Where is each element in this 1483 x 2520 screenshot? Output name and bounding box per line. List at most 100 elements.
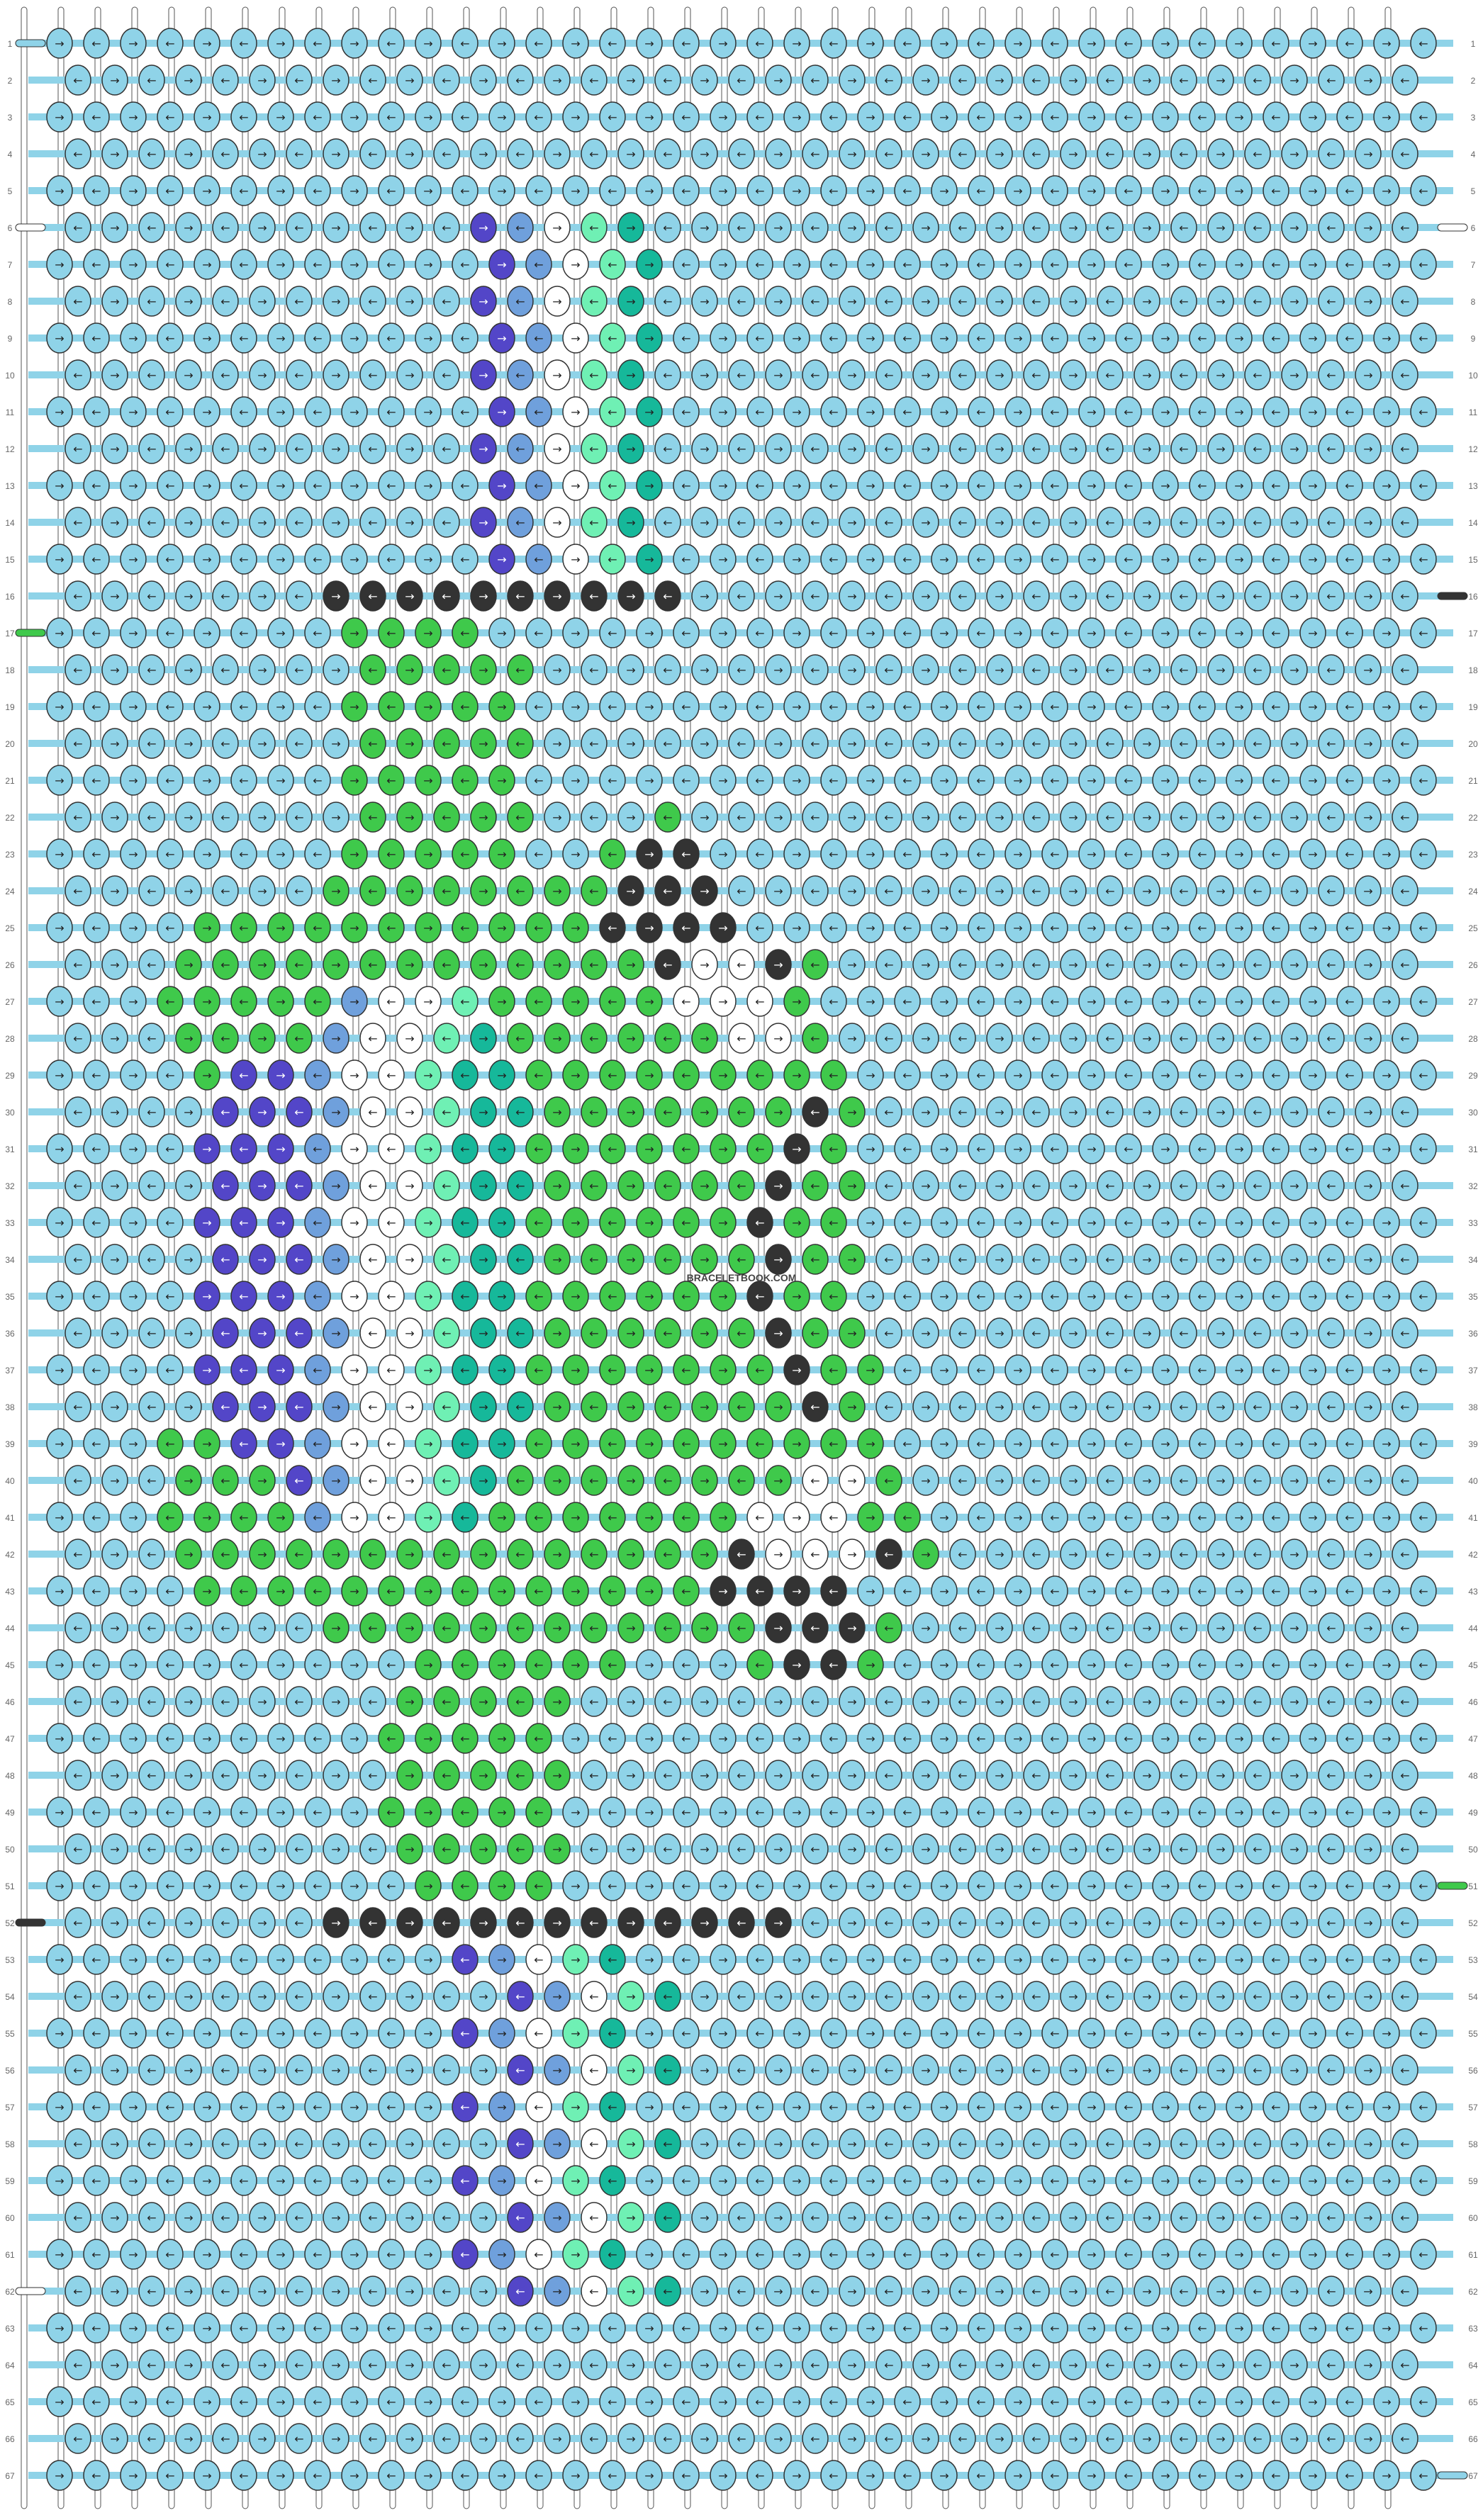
svg-text:←: ← xyxy=(91,111,101,124)
svg-text:→: → xyxy=(128,405,138,419)
svg-text:→: → xyxy=(1013,921,1022,935)
knot: ← xyxy=(1410,1428,1437,1459)
knot: → xyxy=(1060,286,1087,317)
svg-text:←: ← xyxy=(239,111,248,124)
knot: ← xyxy=(820,322,847,354)
knot: → xyxy=(1355,1023,1382,1054)
knot: → xyxy=(710,1354,737,1385)
svg-text:←: ← xyxy=(829,184,838,198)
knot: ← xyxy=(1410,2386,1437,2417)
knot: → xyxy=(1004,1870,1031,1901)
svg-text:→: → xyxy=(1234,774,1243,787)
svg-text:←: ← xyxy=(73,737,82,750)
knot: ← xyxy=(673,101,700,133)
knot: → xyxy=(765,2276,792,2307)
knot: ← xyxy=(820,1207,847,1238)
knot: → xyxy=(544,1244,571,1275)
knot: ← xyxy=(968,2165,995,2196)
svg-text:←: ← xyxy=(294,369,303,382)
row-label-right: 3 xyxy=(1471,113,1476,123)
knot: → xyxy=(691,2202,718,2233)
svg-text:←: ← xyxy=(884,884,893,898)
svg-text:→: → xyxy=(866,553,875,566)
svg-text:←: ← xyxy=(1031,884,1041,898)
knot: ← xyxy=(875,1465,902,1496)
svg-text:→: → xyxy=(847,958,856,972)
knot: → xyxy=(912,138,939,169)
svg-text:→: → xyxy=(773,295,783,308)
svg-text:←: ← xyxy=(1105,516,1114,529)
knot: ← xyxy=(654,2423,681,2454)
svg-text:→: → xyxy=(847,884,856,898)
knot: → xyxy=(396,2423,423,2454)
knot: ← xyxy=(599,175,626,206)
knot: → xyxy=(175,2349,202,2380)
knot: ← xyxy=(433,1539,460,1570)
knot: ← xyxy=(1115,765,1142,796)
knot: ← xyxy=(433,1317,460,1349)
knot: ← xyxy=(230,1354,257,1385)
knot: ← xyxy=(1023,801,1050,833)
knot: → xyxy=(175,1096,202,1127)
knot: → xyxy=(1004,322,1031,354)
knot: ← xyxy=(1097,1170,1124,1201)
knot: ← xyxy=(728,1170,755,1201)
svg-text:→: → xyxy=(939,995,948,1008)
row-label-right: 13 xyxy=(1468,481,1478,491)
knot: → xyxy=(194,691,220,722)
knot: ← xyxy=(673,1428,700,1459)
svg-text:→: → xyxy=(1289,663,1299,677)
knot: ← xyxy=(507,64,534,96)
knot: → xyxy=(1152,1649,1179,1680)
knot: → xyxy=(765,2128,792,2159)
knot: → xyxy=(120,1207,147,1238)
svg-text:←: ← xyxy=(884,295,893,308)
knot: ← xyxy=(1023,138,1050,169)
svg-text:→: → xyxy=(1068,884,1078,898)
knot: → xyxy=(1152,249,1179,280)
knot: → xyxy=(636,101,663,133)
knot: → xyxy=(562,1428,589,1459)
knot: → xyxy=(120,322,147,354)
knot: ← xyxy=(1263,912,1289,943)
knot: ← xyxy=(820,617,847,648)
knot: → xyxy=(1281,801,1308,833)
knot: → xyxy=(1004,1354,1031,1385)
knot: → xyxy=(839,433,866,464)
svg-text:→: → xyxy=(184,369,193,382)
svg-text:→: → xyxy=(110,590,119,603)
knot: ← xyxy=(654,2276,681,2307)
knot: ← xyxy=(1189,1575,1216,1607)
knot: ← xyxy=(599,2312,626,2344)
svg-text:←: ← xyxy=(1105,442,1114,456)
svg-text:←: ← xyxy=(663,147,672,161)
knot: ← xyxy=(138,728,165,759)
knot: ← xyxy=(581,728,608,759)
knot: → xyxy=(101,359,128,390)
row-label-left: 21 xyxy=(5,776,15,786)
knot: → xyxy=(931,1649,958,1680)
knot: → xyxy=(912,1612,939,1643)
svg-text:→: → xyxy=(1308,848,1317,861)
svg-text:→: → xyxy=(1308,553,1317,566)
svg-text:→: → xyxy=(128,626,138,640)
knot: ← xyxy=(1097,1612,1124,1643)
knot: ← xyxy=(1115,1133,1142,1164)
svg-text:→: → xyxy=(110,1032,119,1045)
svg-text:→: → xyxy=(866,332,875,345)
knot: → xyxy=(783,2165,810,2196)
row-label-left: 61 xyxy=(5,2250,15,2260)
svg-text:←: ← xyxy=(737,1106,746,1119)
knot: ← xyxy=(65,1539,91,1570)
svg-text:→: → xyxy=(995,737,1004,750)
svg-text:→: → xyxy=(423,626,432,640)
knot: ← xyxy=(1336,1428,1363,1459)
knot: → xyxy=(562,1870,589,1901)
svg-text:←: ← xyxy=(515,147,525,161)
knot: → xyxy=(101,949,128,980)
knot: ← xyxy=(304,1575,331,1607)
svg-text:←: ← xyxy=(239,848,248,861)
svg-text:←: ← xyxy=(368,590,377,603)
knot: → xyxy=(912,1907,939,1938)
knot: → xyxy=(267,1059,294,1091)
